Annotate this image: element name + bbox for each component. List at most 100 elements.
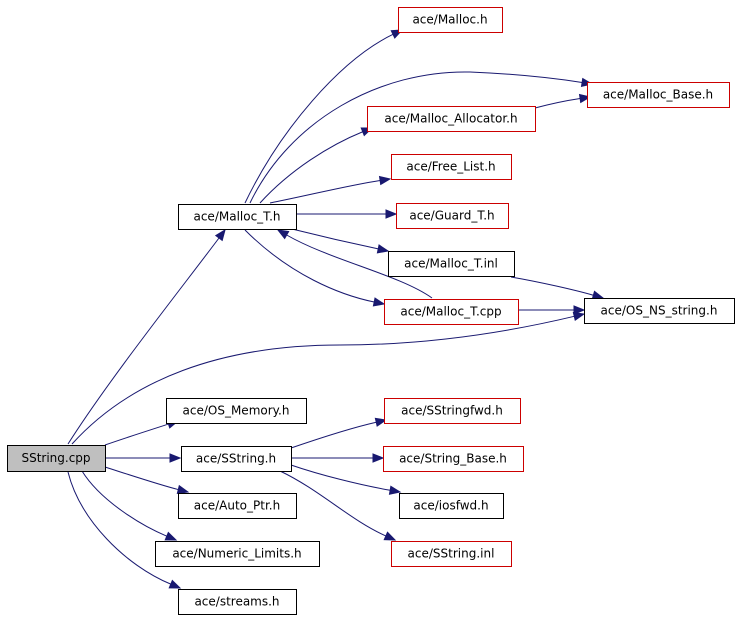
edge-line [510, 276, 594, 296]
arrowhead-icon [388, 485, 402, 495]
edge-sstring-cpp-to-auto-ptr-h [104, 466, 190, 495]
node-box [391, 154, 512, 180]
node-sstring-h[interactable]: ace/SString.h [181, 446, 292, 472]
nodes-layer: SString.cpp ace/Malloc_T.h ace/Malloc.h ace… [7, 7, 735, 615]
node-sstringfwd-h[interactable]: ace/SStringfwd.h [384, 398, 521, 424]
node-malloc-base-h[interactable]: ace/Malloc_Base.h [587, 82, 730, 108]
edge-malloc-t-h-to-malloc-t-cpp [244, 229, 386, 307]
node-sstring-inl[interactable]: ace/SString.inl [391, 541, 512, 567]
node-label: ace/Free_List.h [406, 160, 495, 174]
edge-malloc-t-h-to-malloc-base-h [249, 71, 594, 204]
node-label: ace/streams.h [194, 595, 279, 609]
node-box [155, 541, 320, 567]
edge-line [534, 97, 581, 109]
edge-line [67, 237, 220, 445]
node-string-base-h[interactable]: ace/String_Base.h [383, 446, 524, 472]
edge-sstring-h-to-iosfwd-h [290, 464, 402, 495]
node-box [178, 493, 297, 519]
arrowhead-icon [591, 290, 605, 300]
node-label: ace/Auto_Ptr.h [194, 499, 280, 513]
edge-sstring-cpp-to-malloc-t-h [67, 228, 226, 445]
arrowhead-icon [372, 297, 386, 307]
edge-malloc-allocator-h-to-malloc-base-h [534, 93, 592, 109]
node-box [178, 589, 297, 615]
edge-line [279, 470, 387, 537]
edge-line [291, 228, 379, 250]
node-box [388, 251, 515, 277]
edge-malloc-t-h-to-guard-t-h [296, 209, 398, 219]
edge-sstring-cpp-to-numeric-limits-h [81, 470, 178, 541]
node-streams-h[interactable]: ace/streams.h [178, 589, 297, 615]
node-os-memory-h[interactable]: ace/OS_Memory.h [166, 398, 307, 424]
arrowhead-icon [276, 229, 290, 240]
node-os-ns-string-h[interactable]: ace/OS_NS_string.h [584, 298, 735, 324]
arrowhead-icon [385, 209, 398, 219]
edge-malloc-t-h-to-malloc-t-inl [291, 228, 390, 254]
arrowhead-icon [573, 305, 586, 315]
node-label: ace/String_Base.h [399, 452, 507, 466]
arrowhead-icon [383, 531, 397, 541]
edge-sstring-h-to-sstring-inl [279, 470, 397, 541]
node-label: ace/SString.h [196, 452, 276, 466]
edge-line [259, 131, 363, 204]
edge-line [290, 421, 377, 449]
node-label: ace/SStringfwd.h [401, 404, 503, 418]
arrowhead-icon [168, 579, 182, 589]
node-box [181, 446, 292, 472]
arrowhead-icon [176, 484, 190, 495]
node-sstring-cpp: SString.cpp [7, 445, 106, 472]
node-box [391, 541, 512, 567]
node-box [398, 7, 503, 33]
node-box [178, 204, 297, 230]
node-box [384, 398, 521, 424]
node-label: ace/Malloc_T.h [193, 210, 280, 224]
edges-layer [67, 29, 605, 589]
node-label: ace/Numeric_Limits.h [172, 547, 301, 561]
node-box [396, 203, 509, 229]
node-auto-ptr-h[interactable]: ace/Auto_Ptr.h [178, 493, 297, 519]
node-label: ace/Malloc_T.inl [404, 257, 498, 271]
node-malloc-h[interactable]: ace/Malloc.h [398, 7, 503, 33]
node-box [384, 299, 519, 325]
node-numeric-limits-h[interactable]: ace/Numeric_Limits.h [155, 541, 320, 567]
node-malloc-allocator-h[interactable]: ace/Malloc_Allocator.h [367, 106, 536, 132]
arrowhead-icon [378, 175, 392, 186]
node-box [383, 446, 524, 472]
node-label: ace/SString.inl [408, 547, 495, 561]
edge-line [71, 315, 575, 445]
edge-line [244, 33, 394, 204]
node-box [584, 298, 735, 324]
node-label: ace/iosfwd.h [413, 499, 488, 513]
node-malloc-t-inl[interactable]: ace/Malloc_T.inl [388, 251, 515, 277]
arrowhead-icon [164, 531, 178, 541]
edge-sstring-h-to-sstringfwd-h [290, 417, 388, 449]
node-guard-t-h[interactable]: ace/Guard_T.h [396, 203, 509, 229]
arrowhead-icon [214, 228, 226, 242]
node-box [587, 82, 730, 108]
arrowhead-icon [169, 453, 182, 463]
node-malloc-t-cpp[interactable]: ace/Malloc_T.cpp [384, 299, 519, 325]
edge-sstring-cpp-to-sstring-h [104, 453, 182, 463]
edge-line [81, 470, 167, 537]
edge-line [286, 234, 433, 299]
arrowhead-icon [372, 453, 385, 463]
node-label: ace/Malloc_Allocator.h [384, 112, 517, 126]
node-label: ace/Malloc.h [412, 13, 487, 27]
arrowhead-icon [376, 244, 390, 254]
node-label: ace/OS_Memory.h [183, 404, 290, 418]
edge-malloc-t-h-to-malloc-allocator-h [259, 127, 374, 204]
edge-line [290, 464, 391, 491]
node-free-list-h[interactable]: ace/Free_List.h [391, 154, 512, 180]
edge-line [269, 179, 381, 204]
node-label: ace/OS_NS_string.h [601, 304, 718, 318]
edge-line [104, 423, 169, 446]
arrowhead-icon [374, 417, 388, 427]
node-box [367, 106, 536, 132]
node-iosfwd-h[interactable]: ace/iosfwd.h [399, 493, 504, 519]
node-malloc-t-h[interactable]: ace/Malloc_T.h [178, 204, 297, 230]
node-label: ace/Malloc_Base.h [603, 88, 713, 102]
edge-line [244, 229, 375, 303]
edge-malloc-t-h-to-free-list-h [269, 175, 392, 204]
edge-malloc-t-cpp-to-malloc-t-h [276, 229, 433, 299]
